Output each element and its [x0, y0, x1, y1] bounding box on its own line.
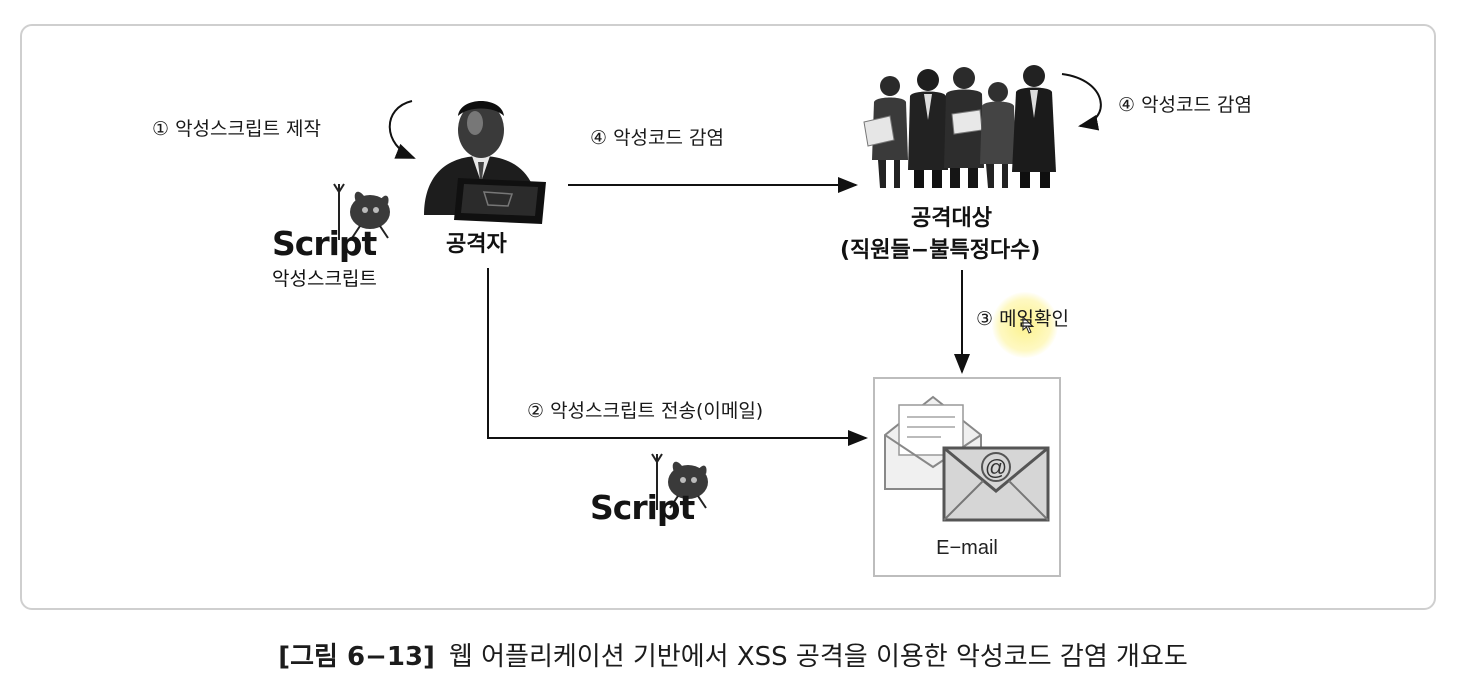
mouse-cursor-icon: [1022, 315, 1035, 334]
envelope-at-icon: @: [942, 446, 1050, 522]
email-label: E−mail: [936, 537, 998, 559]
step3-label: ③ 메일확인: [976, 308, 1069, 330]
script-word-1: Script: [272, 224, 377, 263]
script-sub-label: 악성스크립트: [272, 268, 377, 290]
diagram-frame: [20, 24, 1436, 610]
attacker-label: 공격자: [446, 232, 507, 257]
attacker-hacker-icon: [424, 101, 546, 224]
target-label-line2: (직원들−불특정다수): [840, 238, 1041, 263]
step4-loop-label: ④ 악성코드 감염: [1118, 94, 1252, 116]
figure-caption-text: 웹 어플리케이션 기반에서 XSS 공격을 이용한 악성코드 감염 개요도: [448, 642, 1188, 672]
figure-number: [그림 6−13]: [278, 642, 435, 672]
arrow-attacker-to-email: [487, 268, 868, 446]
figure-caption: [그림 6−13] 웹 어플리케이션 기반에서 XSS 공격을 이용한 악성코드 …: [0, 636, 1466, 673]
devil-script-icon-1: [333, 183, 390, 240]
curved-arrow-step4: [1061, 73, 1102, 131]
step1-label: ① 악성스크립트 제작: [152, 118, 321, 140]
script-word-2: Script: [590, 488, 695, 527]
at-sign-glyph: @: [985, 455, 1007, 480]
step4-arrow-label: ④ 악성코드 감염: [590, 127, 724, 149]
target-label-line1: 공격대상: [911, 206, 992, 231]
devil-script-icon-2: [651, 453, 708, 510]
curved-arrow-step1: [388, 100, 416, 159]
business-people-group-icon: [863, 65, 1056, 188]
step2-label: ② 악성스크립트 전송(이메일): [527, 400, 764, 422]
email-box: @ E−mail: [873, 377, 1061, 577]
